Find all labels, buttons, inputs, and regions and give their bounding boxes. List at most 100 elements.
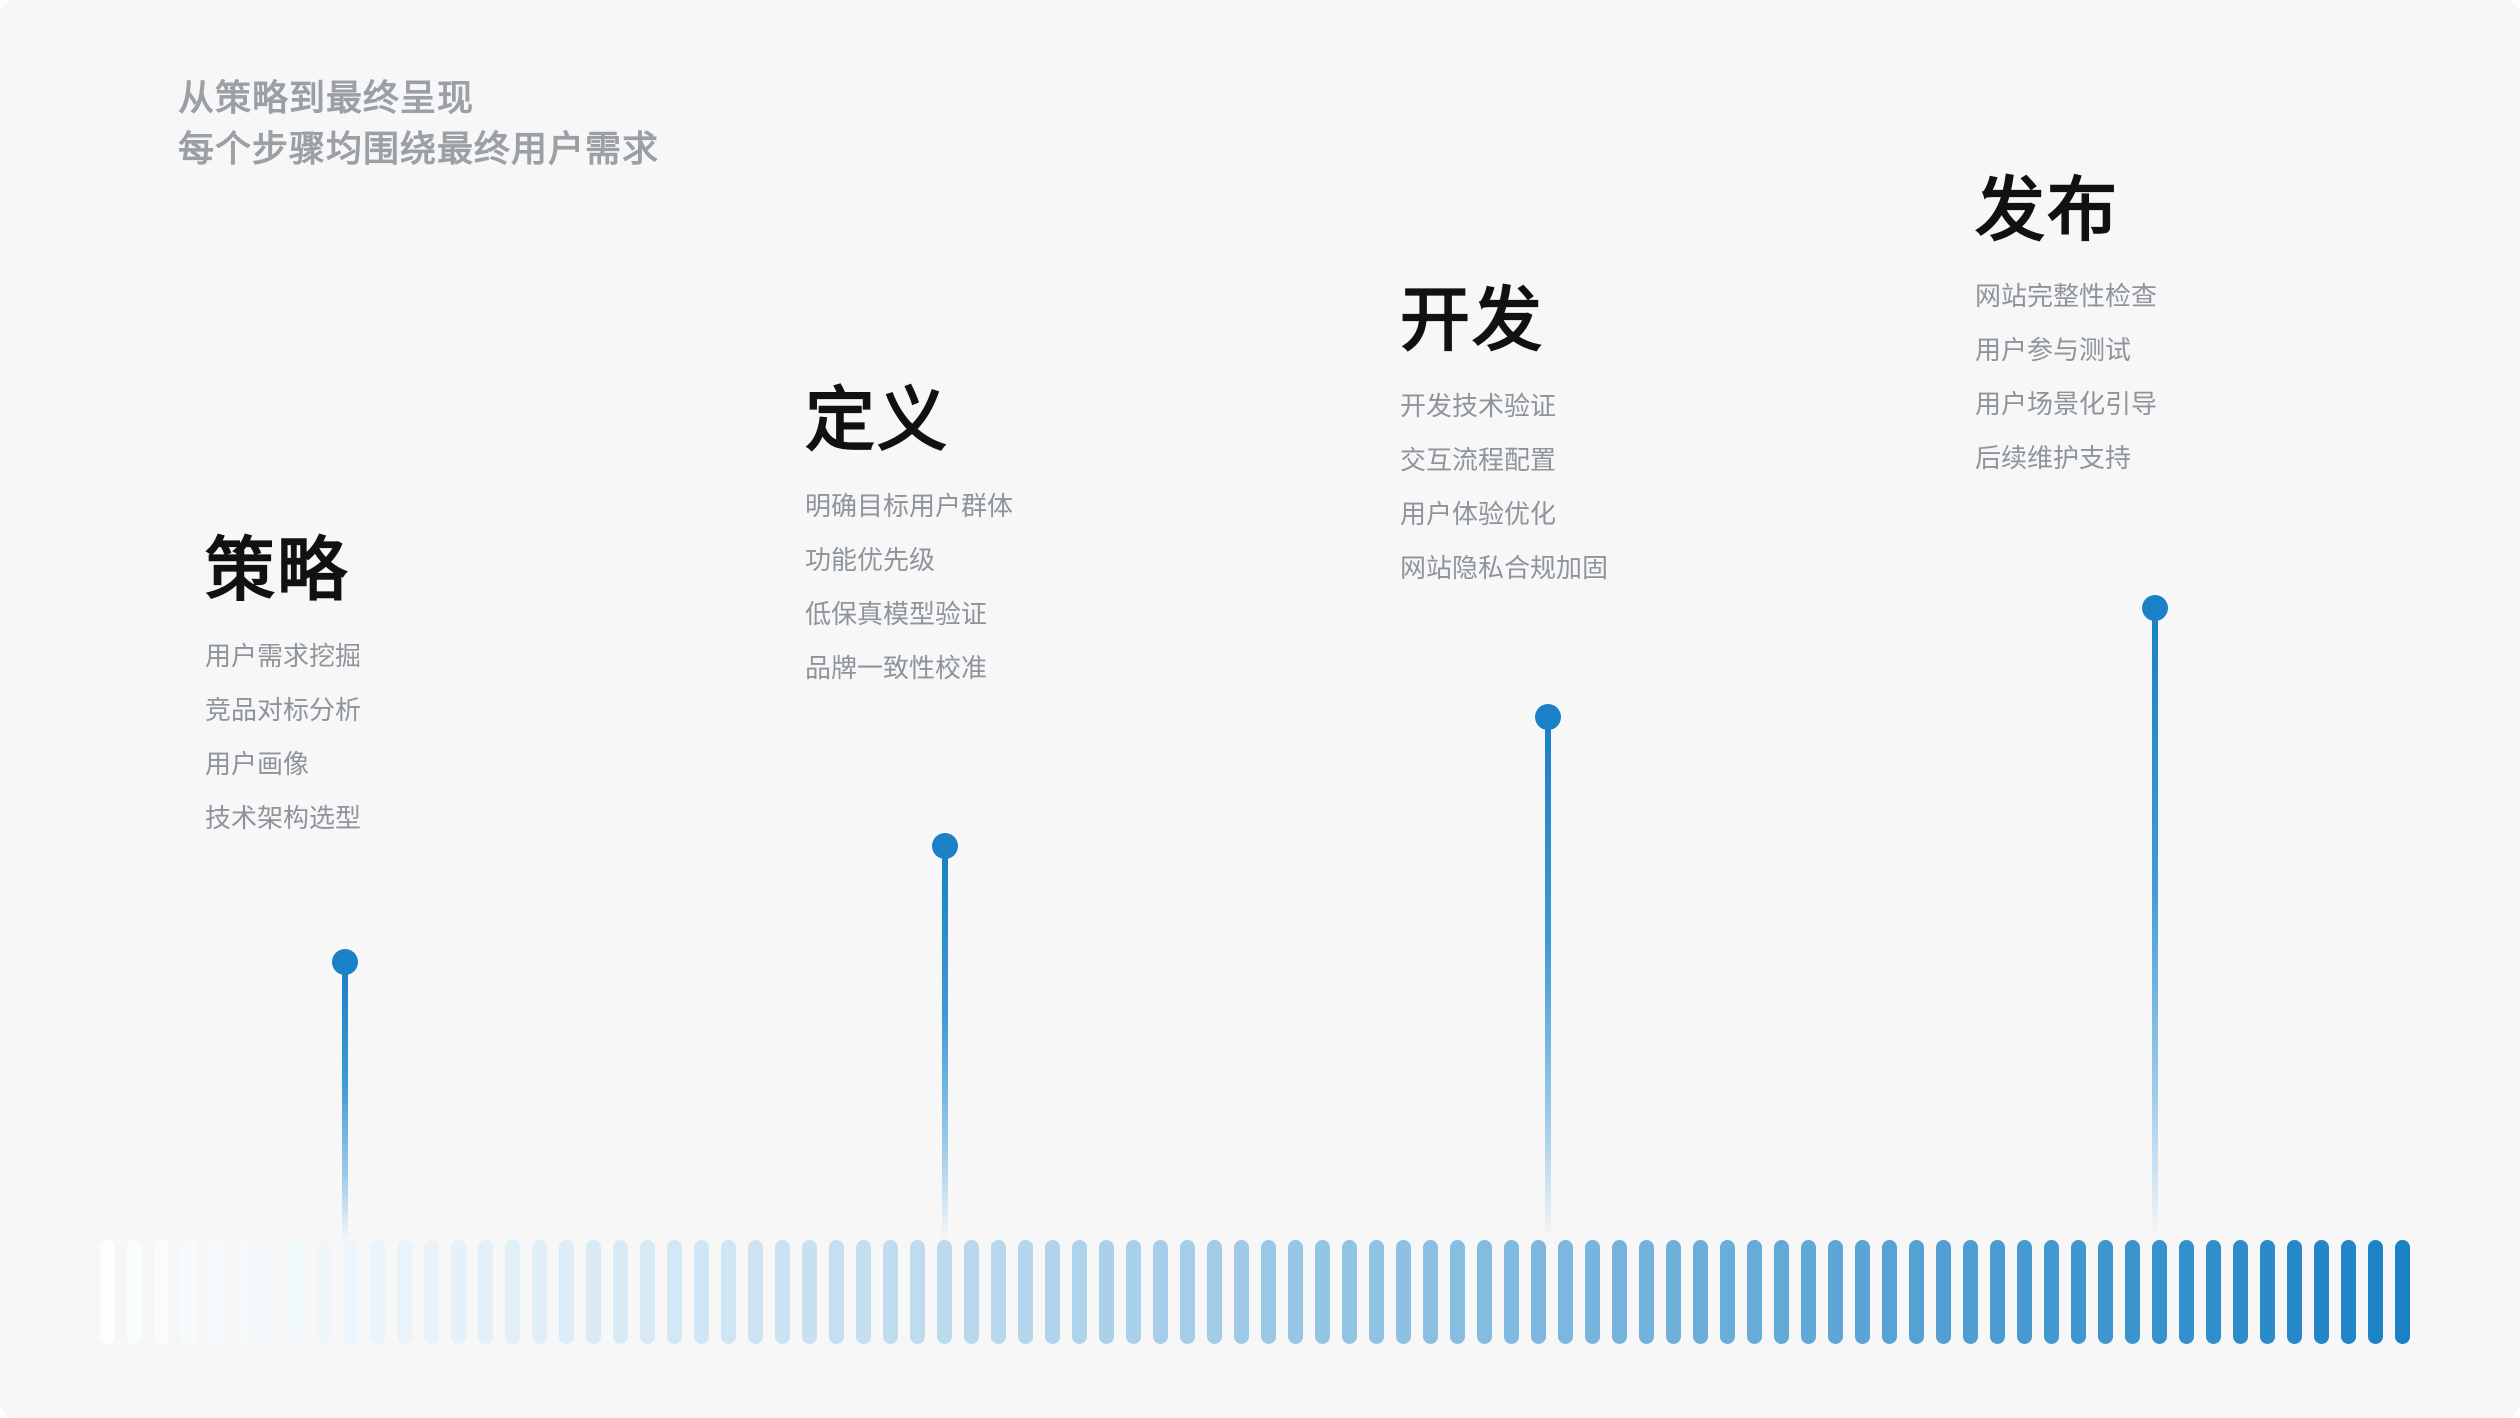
marker-dot-icon (2142, 595, 2168, 621)
list-item: 开发技术验证 (1400, 391, 1557, 421)
progress-tick (613, 1240, 628, 1344)
marker-stem (2152, 617, 2158, 1241)
progress-tick (370, 1240, 385, 1344)
stage-title-define: 定义 (805, 381, 949, 459)
list-item: 后续维护支持 (1975, 443, 2132, 473)
marker-stem (942, 855, 948, 1241)
progress-tick (1099, 1240, 1114, 1344)
progress-tick (208, 1240, 223, 1344)
progress-tick (2017, 1240, 2032, 1344)
progress-tick (532, 1240, 547, 1344)
progress-tick (667, 1240, 682, 1344)
progress-tick (478, 1240, 493, 1344)
stage-develop: 开发开发技术验证交互流程配置用户体验优化网站隐私合规加固 (1400, 285, 1608, 581)
stage-title-develop: 开发 (1400, 281, 1544, 359)
timeline-marker-strategy[interactable] (332, 949, 358, 1245)
progress-tick (2098, 1240, 2113, 1344)
marker-stem (1545, 726, 1551, 1241)
progress-tick (910, 1240, 925, 1344)
timeline-marker-define[interactable] (932, 833, 958, 1245)
progress-tick (505, 1240, 520, 1344)
stage-title-strategy: 策略 (205, 531, 349, 609)
gradient-progress-bar (100, 1240, 2422, 1344)
list-item: 网站完整性检查 (1975, 281, 2158, 311)
progress-tick (775, 1240, 790, 1344)
list-item: 用户场景化引导 (1975, 389, 2158, 419)
progress-tick (1504, 1240, 1519, 1344)
heading-block: 从策略到最终呈现 每个步骤均围绕最终用户需求 (178, 72, 659, 174)
stage-define: 定义明确目标用户群体功能优先级低保真模型验证品牌一致性校准 (805, 385, 1013, 681)
progress-tick (1963, 1240, 1978, 1344)
progress-tick (1153, 1240, 1168, 1344)
progress-tick (559, 1240, 574, 1344)
progress-tick (2233, 1240, 2248, 1344)
list-item: 用户参与测试 (1975, 335, 2132, 365)
progress-tick (127, 1240, 142, 1344)
progress-tick (316, 1240, 331, 1344)
progress-tick (2368, 1240, 2383, 1344)
progress-tick (1936, 1240, 1951, 1344)
marker-dot-icon (932, 833, 958, 859)
progress-tick (1207, 1240, 1222, 1344)
progress-tick (721, 1240, 736, 1344)
list-item: 功能优先级 (805, 545, 936, 575)
list-item: 用户需求挖掘 (205, 641, 362, 671)
progress-tick (640, 1240, 655, 1344)
progress-tick (424, 1240, 439, 1344)
progress-tick (1369, 1240, 1384, 1344)
progress-tick (1342, 1240, 1357, 1344)
progress-tick (1234, 1240, 1249, 1344)
progress-tick (1720, 1240, 1735, 1344)
stage-items-launch: 网站完整性检查用户参与测试用户场景化引导后续维护支持 (1975, 283, 2157, 471)
progress-tick (2071, 1240, 2086, 1344)
stage-items-develop: 开发技术验证交互流程配置用户体验优化网站隐私合规加固 (1400, 393, 1608, 581)
list-item: 品牌一致性校准 (805, 653, 988, 683)
stage-strategy: 策略用户需求挖掘竞品对标分析用户画像技术架构选型 (205, 535, 361, 831)
progress-tick (2044, 1240, 2059, 1344)
progress-tick (2395, 1240, 2410, 1344)
timeline-marker-develop[interactable] (1535, 704, 1561, 1245)
progress-tick (586, 1240, 601, 1344)
progress-tick (100, 1240, 115, 1344)
progress-tick (2314, 1240, 2329, 1344)
progress-tick (2287, 1240, 2302, 1344)
progress-tick (991, 1240, 1006, 1344)
progress-tick (1018, 1240, 1033, 1344)
progress-tick (2260, 1240, 2275, 1344)
progress-tick (289, 1240, 304, 1344)
list-item: 竞品对标分析 (205, 695, 362, 725)
progress-tick (1531, 1240, 1546, 1344)
progress-tick (235, 1240, 250, 1344)
progress-tick (856, 1240, 871, 1344)
progress-tick (1801, 1240, 1816, 1344)
progress-tick (1612, 1240, 1627, 1344)
list-item: 低保真模型验证 (805, 599, 988, 629)
progress-tick (694, 1240, 709, 1344)
progress-tick (181, 1240, 196, 1344)
progress-tick (1774, 1240, 1789, 1344)
progress-tick (343, 1240, 358, 1344)
progress-tick (1450, 1240, 1465, 1344)
progress-tick (829, 1240, 844, 1344)
list-item: 技术架构选型 (205, 803, 362, 833)
progress-tick (154, 1240, 169, 1344)
progress-tick (937, 1240, 952, 1344)
stage-launch: 发布网站完整性检查用户参与测试用户场景化引导后续维护支持 (1975, 175, 2157, 471)
marker-dot-icon (1535, 704, 1561, 730)
progress-tick (2206, 1240, 2221, 1344)
progress-tick (748, 1240, 763, 1344)
timeline-marker-launch[interactable] (2142, 595, 2168, 1245)
stage-items-strategy: 用户需求挖掘竞品对标分析用户画像技术架构选型 (205, 643, 361, 831)
progress-tick (1666, 1240, 1681, 1344)
progress-tick (1855, 1240, 1870, 1344)
progress-tick (1882, 1240, 1897, 1344)
list-item: 交互流程配置 (1400, 445, 1557, 475)
progress-tick (1909, 1240, 1924, 1344)
progress-tick (1585, 1240, 1600, 1344)
heading-line-2: 每个步骤均围绕最终用户需求 (178, 128, 660, 170)
progress-tick (1558, 1240, 1573, 1344)
progress-tick (1747, 1240, 1762, 1344)
marker-stem (342, 971, 348, 1241)
progress-tick (451, 1240, 466, 1344)
